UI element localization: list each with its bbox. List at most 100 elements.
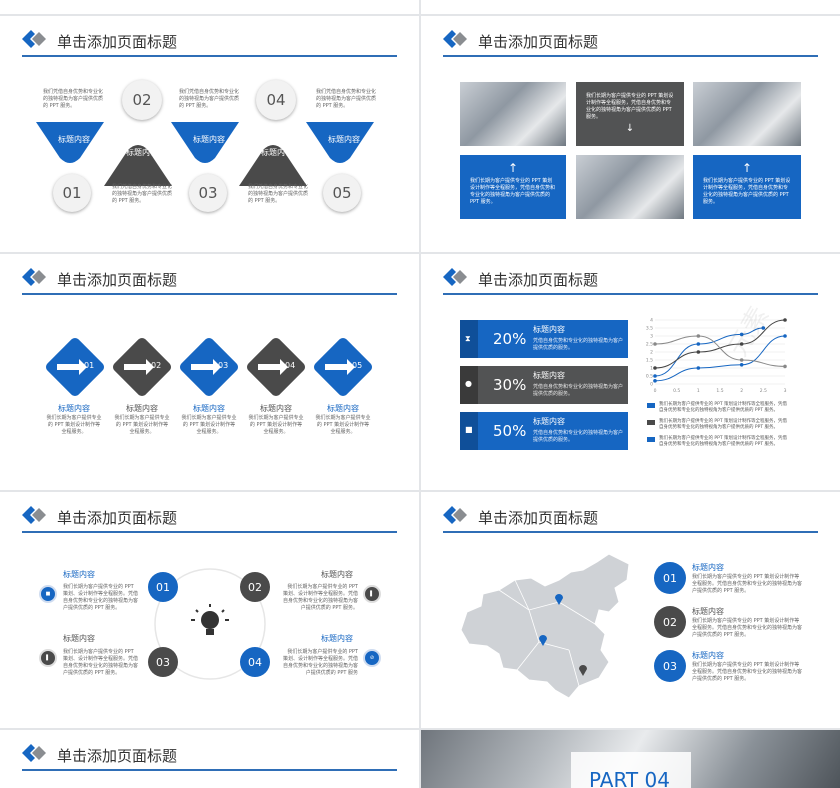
data-point <box>761 326 766 330</box>
step-title: 标题内容 <box>58 404 90 413</box>
x-tick-label: 2 <box>740 388 743 394</box>
page-title: 单击添加页面标题 <box>57 271 178 289</box>
part-label-panel <box>571 752 691 788</box>
slide-2[interactable]: 单击添加页面标题 我们长期为客户提供专业的 PPT 策划设计制作等全程服务，凭借… <box>421 16 840 252</box>
blue-step-label: 标题内容 <box>328 135 360 144</box>
node-number: 02 <box>240 572 270 602</box>
business-photo <box>693 82 801 146</box>
y-tick-label: 1.5 <box>646 358 653 364</box>
item-number: 02 <box>654 606 686 638</box>
item-desc: 我们长期为客户提供专业的 PPT 策划、设计制作等全程服务。凭借自身优势和专业化… <box>63 584 139 611</box>
arrow-up-icon: ↑ <box>741 161 753 175</box>
gray-text-box: 我们长期为客户提供专业的 PPT 策划设计制作等全程服务，凭借自身优势和专业化的… <box>576 82 684 146</box>
item-number: 03 <box>654 650 686 682</box>
percent-value: 30% <box>493 376 527 394</box>
bar-title: 标题内容 <box>533 325 565 334</box>
box-text: 我们长期为客户提供专业的 PPT 策划设计制作等全程服务，凭借自身优势和专业化的… <box>586 93 674 120</box>
series-line <box>654 335 786 367</box>
item-desc: 我们长期为客户提供专业的 PPT 策划设计制作等全程服务。凭借自身优势和专业化的… <box>692 574 803 594</box>
step-desc: 我们长期为客户提供专业的 PPT 策划设计制作等全程服务。 <box>315 415 371 435</box>
blue-text-box: ↑ 我们长期为客户提供专业的 PPT 策划设计制作等全程服务，凭借自身优势和专业… <box>693 155 801 219</box>
side-dot-icon: ■ <box>39 585 57 603</box>
business-photo <box>460 82 566 146</box>
step-shapes <box>36 122 374 186</box>
y-tick-label: 2 <box>650 350 653 356</box>
header-logo-icon <box>22 268 46 286</box>
slide-6[interactable]: 单击添加页面标题 01 02 03 标题内容 我们长期为客户提供专业的 PPT … <box>421 492 840 728</box>
step-desc: 我们长期为客户提供专业的 PPT 策划设计制作等全程服务。 <box>46 415 102 435</box>
slide-7[interactable]: 单击添加页面标题 <box>0 730 419 788</box>
item-title: 标题内容 <box>692 563 724 572</box>
blue-step-label: 标题内容 <box>58 135 90 144</box>
gray-trapezoid-1 <box>104 145 172 186</box>
slide-5[interactable]: 单击添加页面标题 01 02 03 04 ■ ▌ ▌ ⊘ 标题内容 我们长期为客… <box>0 492 419 728</box>
china-map <box>460 553 630 699</box>
step-title: 标题内容 <box>260 404 292 413</box>
data-point <box>653 366 657 370</box>
header-logo-icon <box>443 30 467 48</box>
data-point <box>653 374 657 378</box>
diamond-number: 04 <box>285 361 296 370</box>
page-title: 单击添加页面标题 <box>478 509 599 527</box>
blue-trapezoid-2 <box>171 122 239 163</box>
business-photo <box>576 155 684 219</box>
data-point <box>696 350 701 354</box>
part-label: PART 04 <box>589 768 670 788</box>
bar-desc: 凭借自身优势和专业化的独特视角为客户提供优质的服务。 <box>533 430 624 443</box>
legend-text: 我们长期为客户提供专业的 PPT 策划设计制作等全程服务，凭借自身优势和专业化的… <box>659 402 788 413</box>
info-icon: ● <box>465 379 472 388</box>
legend-marker <box>647 437 655 442</box>
item-number: 01 <box>654 562 686 594</box>
box-text: 我们长期为客户提供专业的 PPT 策划设计制作等全程服务，凭借自身优势和专业化的… <box>703 178 791 205</box>
header-underline <box>22 769 397 771</box>
item-desc: 我们长期为客户提供专业的 PPT 策划、设计制作等全程服务。凭借自身优势和专业化… <box>63 649 139 676</box>
intro-text: 我们凭借自身优势和专业化的独特视角为客户提供优质的 PPT 服务。 <box>43 89 104 109</box>
bar-icon-tab <box>460 320 478 358</box>
slide-3[interactable]: 单击添加页面标题 01 02 03 04 05 标题内容 标题内容 标题内容 标… <box>0 254 419 490</box>
y-tick-label: 2.5 <box>646 342 653 348</box>
item-desc: 我们长期为客户提供专业的 PPT 策划、设计制作等全程服务。凭借自身优势和专业化… <box>282 649 358 676</box>
data-point <box>739 332 744 337</box>
data-point <box>696 334 701 338</box>
node-number: 04 <box>240 647 270 677</box>
intro-text: 我们凭借自身优势和专业化的独特视角为客户提供优质的 PPT 服务。 <box>179 89 240 109</box>
hourglass-icon: ⧗ <box>465 334 471 343</box>
step-number-05: 05 <box>323 174 361 212</box>
slide-8[interactable]: PART 04 <box>421 730 840 788</box>
y-tick-label: 3 <box>650 334 653 340</box>
y-tick-label: 1 <box>650 366 653 372</box>
page-title: 单击添加页面标题 <box>57 33 178 51</box>
data-point <box>783 334 787 338</box>
data-point <box>783 364 787 369</box>
y-tick-label: 0.5 <box>646 374 653 380</box>
percent-value: 50% <box>493 422 527 440</box>
page-title: 单击添加页面标题 <box>478 271 599 289</box>
series-line <box>654 327 764 377</box>
x-tick-label: 3 <box>784 388 787 394</box>
step-title: 标题内容 <box>327 404 359 413</box>
arrow-up-icon: ↑ <box>507 161 519 175</box>
diamond-number: 05 <box>352 361 363 370</box>
item-desc: 我们长期为客户提供专业的 PPT 策划设计制作等全程服务。凭借自身优势和专业化的… <box>692 618 803 638</box>
step-number-04: 04 <box>256 80 296 120</box>
header-underline <box>443 55 818 57</box>
series-line <box>654 335 786 382</box>
step-desc: 我们凭借自身优势和专业化的独特视角为客户提供优质的 PPT 服务。 <box>248 184 309 204</box>
header-underline <box>443 531 818 533</box>
legend-marker <box>647 420 655 425</box>
blue-step-label: 标题内容 <box>193 135 225 144</box>
slide-4[interactable]: 单击添加页面标题 ⧗ 20% 标题内容 凭借自身优势和专业化的独特视角为客户提供… <box>421 254 840 490</box>
step-number-03: 03 <box>189 174 227 212</box>
bar-desc: 凭借自身优势和专业化的独特视角为客户提供优质的服务。 <box>533 338 624 351</box>
data-point <box>739 358 744 362</box>
node-number: 01 <box>148 572 178 602</box>
data-point <box>696 342 701 346</box>
blue-trapezoid-3 <box>306 122 374 163</box>
bar-icon-tab <box>460 412 478 450</box>
slide-1[interactable]: 单击添加页面标题 我们凭借自身优势和专业化的独特视角为客户提供优质的 PPT 服… <box>0 16 419 252</box>
header-logo-icon <box>443 506 467 524</box>
center-ring <box>154 568 266 680</box>
lightbulb-icon <box>191 604 229 635</box>
item-title: 标题内容 <box>63 570 95 579</box>
